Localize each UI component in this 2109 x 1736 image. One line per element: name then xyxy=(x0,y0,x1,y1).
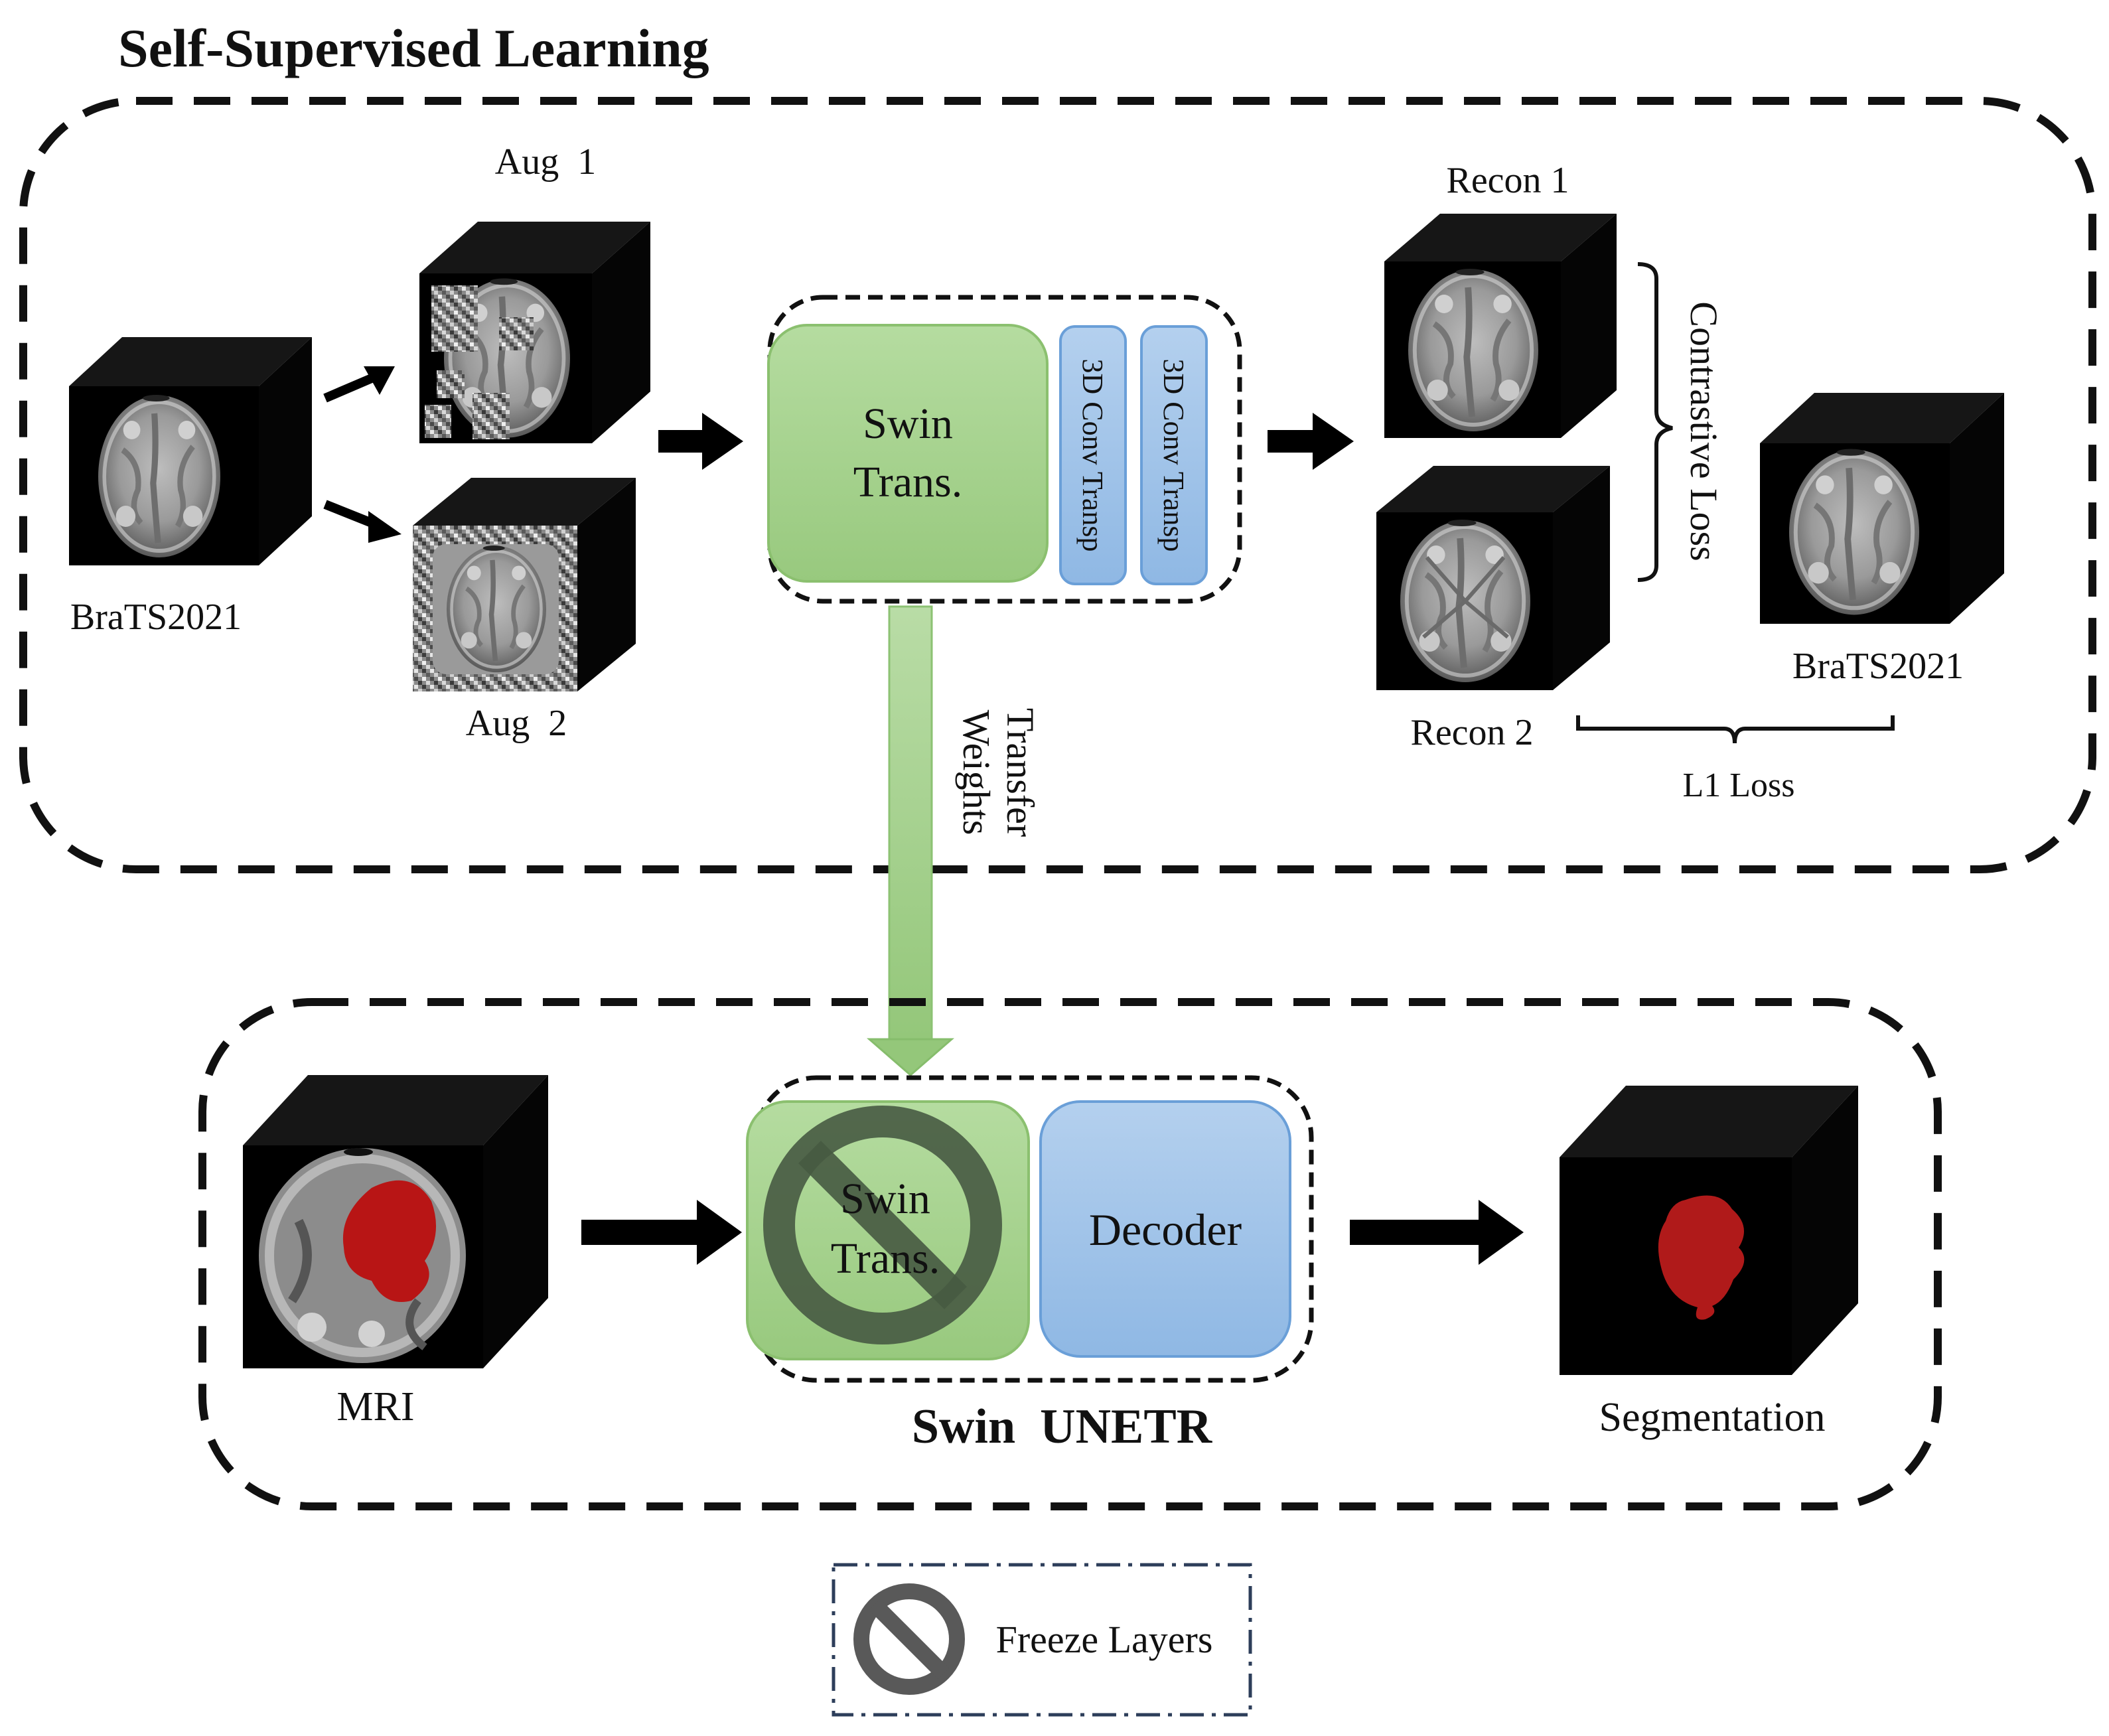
l1-loss-label: L1 Loss xyxy=(1683,766,1795,804)
segmentation-cube xyxy=(1560,1086,1858,1375)
contrastive-loss-label: Contrastive Loss xyxy=(1682,301,1725,561)
segmentation-mask xyxy=(1658,1195,1745,1320)
arrow-to-swin-unetr xyxy=(581,1200,742,1265)
recon1-label: Recon 1 xyxy=(1446,160,1569,201)
mri-cube xyxy=(243,1075,548,1368)
recon2-label: Recon 2 xyxy=(1410,712,1533,753)
no-entry-icon xyxy=(763,1106,1002,1344)
ssl-swin-transformer-block xyxy=(767,324,1049,583)
legend-freeze-label: Freeze Layers xyxy=(996,1618,1213,1661)
split-arrows xyxy=(323,366,401,543)
aug1-label: Aug 1 xyxy=(495,141,596,182)
contrastive-loss-bracket xyxy=(1637,262,1673,582)
swin-unetr-label: Swin UNETR xyxy=(912,1400,1213,1454)
ssl-swin-label-line2: Trans. xyxy=(853,458,962,506)
transfer-label-line2: Weights xyxy=(955,710,998,835)
legend-box xyxy=(832,1563,1252,1717)
target-label: BraTS2021 xyxy=(1792,646,1964,687)
target-cube xyxy=(1760,393,2004,624)
decoder-label: Decoder xyxy=(1089,1204,1242,1255)
frozen-swin-label-line1: Swin xyxy=(840,1175,930,1223)
aug2-label: Aug 2 xyxy=(466,703,567,744)
legend-no-entry-icon xyxy=(853,1583,965,1695)
page-title: Self-Supervised Learning xyxy=(118,18,709,78)
ssl-frame xyxy=(19,97,2096,873)
recon2-cube xyxy=(1376,466,1610,690)
aug2-cube xyxy=(413,478,636,691)
transfer-label-line1: Transfer xyxy=(999,708,1042,837)
conv-transp-block-1 xyxy=(1059,325,1127,585)
conv-transp-label-2: 3D Conv Transp xyxy=(1157,359,1190,552)
l1-loss-bracket xyxy=(1576,715,1895,744)
input-cube xyxy=(69,337,312,565)
segmentation-label: Segmentation xyxy=(1599,1395,1826,1440)
aug1-cube xyxy=(419,222,650,443)
arrow-to-recon xyxy=(1268,413,1354,470)
transfer-weights-arrow xyxy=(866,605,955,1076)
conv-transp-block-2 xyxy=(1140,325,1208,585)
conv-transp-label-1: 3D Conv Transp xyxy=(1076,359,1109,552)
tumor-region xyxy=(342,1180,437,1302)
ssl-swin-label-line1: Swin xyxy=(863,399,953,448)
mri-label: MRI xyxy=(336,1384,414,1429)
frozen-swin-label-line2: Trans. xyxy=(831,1234,940,1283)
arrow-to-ssl-encoder xyxy=(658,413,743,470)
arrow-to-segmentation xyxy=(1350,1200,1524,1265)
decoder-block xyxy=(1039,1100,1291,1358)
input-label: BraTS2021 xyxy=(70,597,242,638)
recon1-cube xyxy=(1384,214,1617,438)
finetune-frame xyxy=(198,998,1942,1510)
